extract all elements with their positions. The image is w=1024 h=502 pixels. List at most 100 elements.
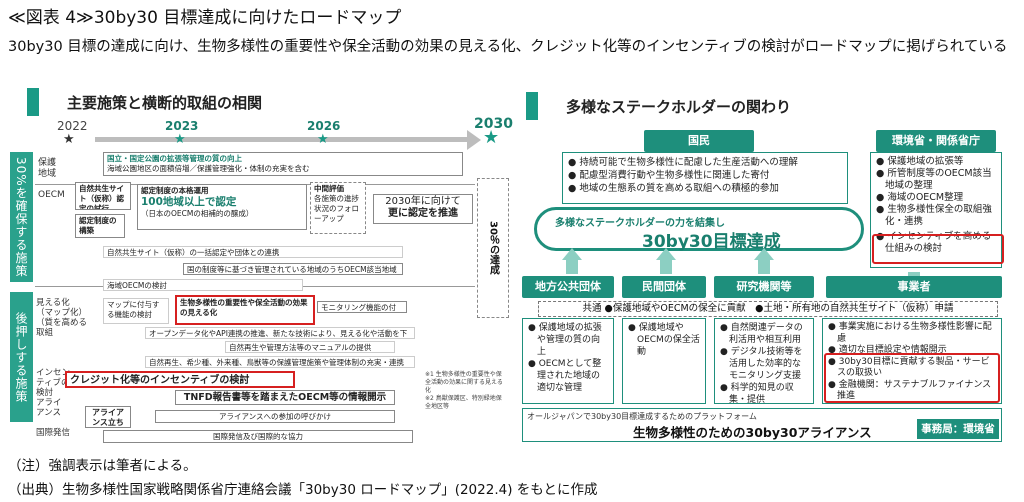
list-item: ● 生物多様性保全の取組強化・連携 — [876, 204, 992, 227]
list-item: ● 自然関連データの利活用や相互利用 — [720, 323, 803, 345]
up-arrow-icon — [562, 248, 582, 260]
list-item: ● 地域の生態系の質を高める取組への積極的参加 — [568, 183, 779, 194]
national-park-box: 国立・国定公園の拡張等管理の質の向上 海域公園地区の面積倍増／保護管理強化・体制… — [103, 152, 463, 176]
list-item: ● 配慮型消費行動や生物多様性に関連した寄付 — [568, 170, 770, 181]
timeline-bar — [95, 137, 470, 142]
figure-title: ≪図表 4≫30by30 目標達成に向けたロードマップ — [8, 8, 402, 28]
stakeholder-title: 多様なステークホルダーの関わり — [566, 98, 792, 116]
alliance-platform: オールジャパンで30by30目標達成するためのプラットフォーム 生物多様性のため… — [522, 408, 1002, 442]
star-icon: ★ — [174, 132, 186, 147]
row-label-intl: 国際発信 — [36, 428, 71, 438]
national-manage-box: 国の制度等に基づき管理されている地域のうちOECM該当地域の整理 — [183, 263, 403, 275]
intl-box: 国際発信及び国際的な協力 — [103, 430, 413, 443]
common-contributions: 共通 ●保護地域やOECMの保全に貢献 ●土地・所有地の自然共生サイト（仮称）申… — [538, 301, 998, 317]
toward-2030-label: 2030年に向けて — [385, 196, 461, 207]
tnfd-box: TNFD報告書等を踏まえたOECM等の情報開示 — [175, 390, 395, 405]
list-item: ● 保護地域の拡張等 — [876, 156, 964, 167]
restore-box: 自然再生、希少種、外来種、鳥獣等の保護管理施策や管理体制の充実・連携 — [145, 356, 415, 368]
list-item: ● 金融機関：サステナブルファイナンス推進 — [828, 379, 992, 402]
ngo-box: ● 保護地域やOECMの保全活動 — [622, 318, 706, 404]
year-2022: 2022 — [57, 119, 88, 133]
up-arrow-icon — [754, 248, 774, 260]
list-item: ● 所管制度等のOECM該当地域の整理 — [876, 168, 992, 191]
open-data-box: オープンデータ化やAPI連携の推進、新たな技術により、見える化や活動を下支え — [145, 327, 415, 339]
roadmap-panel: 主要施策と横断的取組の相関 2022 2023 2026 2030 ★ ★ ★ … — [5, 86, 513, 448]
row-label-oecm: OECM — [38, 190, 65, 200]
site-trial-box: 自然共生サイト（仮称）認定の試行 — [75, 182, 131, 210]
national-park-label: 国立・国定公園の拡張等管理の質の向上 — [107, 154, 242, 163]
toward-2030-sub: 更に認定を推進 — [388, 208, 458, 219]
figure-description: 30by30 目標の達成に向け、生物多様性の重要性や保全活動の効果の見える化、ク… — [8, 39, 1008, 55]
toward-2030-box: 2030年に向けて 更に認定を推進 — [373, 194, 473, 224]
cert-build-box: 認定制度の構築 — [75, 214, 125, 238]
list-item: ● 保護地域やOECMの保全活動 — [628, 323, 700, 357]
row-label-incentive: インセン ティブの 検討 アライ アンス — [36, 368, 71, 418]
year-2026: 2026 — [307, 119, 341, 133]
platform-office: 事務局：環境省 — [917, 419, 999, 439]
site-register-box: 自然共生サイト（仮称）の一括認定や団体との連携 — [103, 246, 403, 258]
list-item: ● インセンティブを高める仕組みの検討 — [876, 231, 992, 254]
star-icon: ★ — [483, 127, 500, 148]
ministry-header: 環境省・関係省庁 — [876, 130, 996, 152]
up-arrow-icon — [656, 248, 676, 260]
visualize-label: 生物多様性の重要性や保全活動の効果の見える化 — [180, 298, 308, 317]
credit-box: クレジット化等のインセンティブの検討 — [65, 371, 295, 388]
list-item: ● 持続可能で生物多様性に配慮した生産活動への理解 — [568, 157, 798, 168]
alliance-launch-box: アライアンス立ち上げ — [85, 406, 131, 428]
result-30pct: 30％の達成 — [477, 178, 509, 318]
row-label-protected: 保護 地域 — [38, 158, 57, 179]
actor-research: 研究機関等 — [714, 276, 814, 298]
business-highlight — [824, 353, 1000, 403]
sea-oecm-box: 海域OECMの検討 — [103, 279, 303, 291]
roadmap-title: 主要施策と横断的取組の相関 — [67, 94, 263, 112]
research-box: ● 自然関連データの利活用や相互利用 ● デジタル技術等を活用した効率的なモニタ… — [714, 318, 814, 405]
year-2023: 2023 — [165, 119, 199, 133]
list-item: ● OECMとして整理された地域の適切な管理 — [528, 359, 602, 393]
section-marker — [526, 92, 538, 120]
arrow-stem — [660, 256, 672, 274]
section-marker — [27, 88, 39, 116]
ministry-highlight — [872, 234, 1004, 264]
national-park-sub: 海域公園地区の面積倍増／保護管理強化・体制の充実を含む — [107, 164, 310, 173]
list-item: ● 適切な目標設定や情報開示 — [828, 345, 947, 355]
star-icon: ★ — [317, 132, 329, 147]
ministry-box: ● 保護地域の拡張等 ● 所管制度等のOECM該当地域の整理 ● 海域のOECM… — [870, 152, 1002, 268]
alliance-call-box: アライアンスへの参加の呼びかけ — [155, 410, 395, 423]
goal-main: 30by30目標達成 — [642, 232, 781, 252]
midterm-box: 中間評価 各施策の進捗状況のフォローアップ — [310, 182, 366, 234]
list-item: ● 事業実施における生物多様性影響に配慮 — [828, 322, 992, 344]
row-label-visualize: 見える化 （マップ化） （質を高める 取組 — [36, 298, 88, 338]
note-text: （注）強調表示は筆者による。 — [8, 458, 197, 474]
goal-banner: 多様なステークホルダーの力を結集し 30by30目標達成 — [534, 207, 864, 252]
list-item: ● デジタル技術等を活用した効率的なモニタリング支援 — [720, 347, 803, 381]
section-support: 後押しする施策 — [10, 292, 33, 422]
cert-100-sub: （日本のOECMの相補的の醸成） — [141, 209, 254, 218]
stakeholder-panel: 多様なステークホルダーの関わり 国民 ● 持続可能で生物多様性に配慮した生産活動… — [516, 86, 1018, 448]
goal-sub: 多様なステークホルダーの力を結集し — [555, 218, 725, 229]
actor-ngo: 民間団体 — [622, 276, 706, 298]
cert-full-label: 認定制度の本格運用 — [141, 186, 209, 195]
arrow-stem — [908, 272, 920, 276]
star-icon: ★ — [63, 132, 75, 147]
platform-main: 生物多様性のための30by30アライアンス — [633, 425, 872, 440]
monitoring-box: モニタリング機能の付加 — [317, 301, 407, 313]
midterm-sub: 各施策の進捗状況のフォローアップ — [314, 194, 359, 223]
list-item: ● 海域のOECM整理 — [876, 192, 964, 203]
section-secure-30: 30%を確保する施策 — [10, 152, 33, 282]
arrow-stem — [566, 256, 578, 274]
local-gov-box: ● 保護地域の拡張や管理の質の向上 ● OECMとして整理された地域の適切な管理 — [522, 318, 614, 404]
business-box: ● 事業実施における生物多様性影響に配慮 ● 適切な目標設定や情報開示 ● 30… — [822, 318, 1002, 404]
citizens-box: ● 持続可能で生物多様性に配慮した生産活動への理解 ● 配慮型消費行動や生物多様… — [562, 152, 848, 204]
actor-business: 事業者 — [826, 276, 1002, 298]
visualize-box: 生物多様性の重要性や保全活動の効果の見える化 — [175, 295, 315, 325]
cert-operation-box: 認定制度の本格運用 100地域以上で認定 （日本のOECMの相補的の醸成） — [137, 184, 307, 230]
cert-100-label: 100地域以上で認定 — [141, 196, 237, 208]
list-item: ● 30by30目標に貢献する製品・サービスの取扱い — [828, 356, 990, 379]
citizens-header: 国民 — [644, 130, 754, 152]
roadmap-notes: ※1 生物多様性の重要性や保全活動の効果に関する見える化 ※2 鳥獣保護区、特別… — [425, 371, 503, 410]
list-item: ● 保護地域の拡張や管理の質の向上 — [528, 323, 602, 357]
list-item: ● 科学的知見の収集・提供 — [720, 383, 794, 405]
source-text: （出典）生物多様性国家戦略関係省庁連絡会議「30by30 ロードマップ」(202… — [8, 482, 598, 498]
platform-sub: オールジャパンで30by30目標達成するためのプラットフォーム — [527, 412, 757, 421]
arrow-stem — [758, 256, 770, 274]
